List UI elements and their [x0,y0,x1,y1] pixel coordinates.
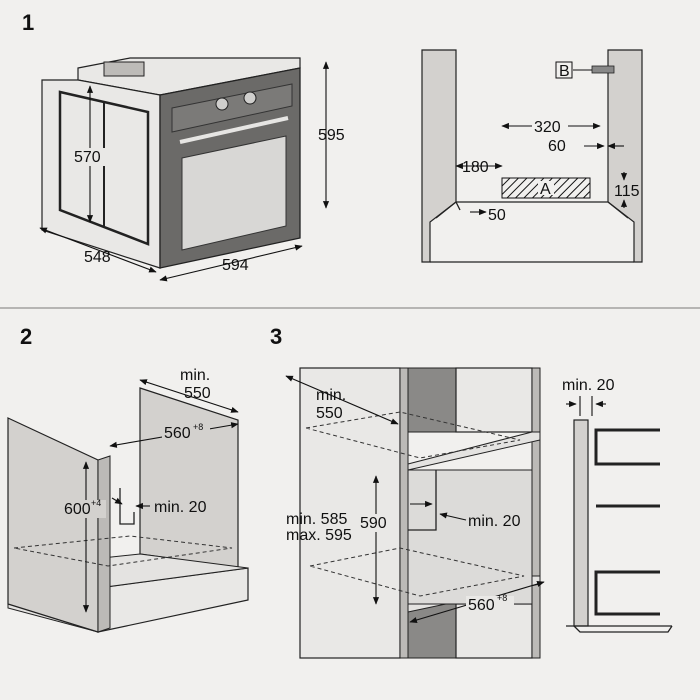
fig3-560-bg [466,596,514,614]
section-right-wall [607,49,643,263]
dim-line-fig2-20-a [111,497,123,505]
side-lower-shelf [594,570,660,616]
side-floor-base [573,625,673,633]
section-floor-tick [455,201,461,211]
figure-1-section: A B 320 60 180 115 50 [421,49,643,263]
fig3-bottom-footprint [309,547,525,597]
dim-line-548 [39,227,157,273]
label-b-box [555,61,573,79]
dim-line-594 [159,244,303,282]
oven-top-vent [103,61,145,77]
dim-320-bg [532,116,568,134]
fig2-left-panel-edge [97,455,111,633]
step-3-label: 3 [270,324,282,349]
oven-knob-right [243,91,257,105]
side-upper-shelf [594,428,660,466]
dim-570-label: 570 [74,149,101,166]
fig2-560-sup: +8 [193,422,203,432]
fig3-560-sup: +8 [497,593,507,603]
side-back-wall [573,419,589,627]
fig3-560-label: 560 [468,597,495,614]
step-2-label: 2 [20,324,32,349]
oven-door-handle [179,116,289,144]
label-b: B [559,63,570,80]
fig3-590-label: 590 [360,515,387,532]
fig2-600-sup: +4 [91,498,101,508]
dim-50-label: 50 [488,207,506,224]
fig2-560-bg [162,424,210,442]
fig3-min-label: min. [316,387,346,404]
dim-570-bg [72,148,108,166]
fig3-upper-shelf [407,431,541,471]
fig2-notch [119,488,135,525]
fig2-footprint [13,535,233,567]
area-a-label: A [540,181,551,198]
fig3-min20-label: min. 20 [468,513,521,530]
fig2-600-label: 600 [64,501,91,518]
oven-knob-left [215,97,229,111]
section-floor [435,201,629,219]
bracket-b [591,65,615,74]
dim-594-label: 594 [222,257,249,274]
area-a-bg [538,181,554,195]
fig2-left-panel [7,417,99,633]
fig3-niche [407,469,533,605]
dim-595-label: 595 [318,127,345,144]
dim-180-label: 180 [462,159,489,176]
oven-door-glass [181,135,287,251]
fig2-560-label: 560 [164,425,191,442]
fig3-right-edge [531,367,541,659]
fig3-bottom-dark [407,603,457,659]
dim-548-label: 548 [84,249,111,266]
figure-1-oven: 1 595 570 548 594 [22,10,345,282]
fig2-min20-label: min. 20 [154,499,207,516]
fig2-right-panel [139,387,239,569]
dim-115-label: 115 [614,183,640,200]
fig3-left-edge [399,367,409,659]
fig3-top-dark [407,367,457,433]
figure-3-side-section: min. 20 [562,377,673,633]
fig2-550-label: 550 [184,385,211,402]
fig3-550-label: 550 [316,405,343,422]
fig2-600-bg [62,500,106,518]
dim-line-fig2-550 [139,379,239,413]
side-min20-label: min. 20 [562,377,615,394]
fig2-min-label: min. [180,367,210,384]
step-1-label: 1 [22,10,34,35]
dim-line-fig3-20-b [439,512,467,521]
fig3-range-min: min. 585 [286,511,347,528]
section-left-wall [421,49,457,263]
fig3-niche-notch [408,470,437,531]
figure-3-tall-cabinet: 3 min. 550 590 min. 585 max. 595 min. 20 [270,324,545,659]
fig3-top-right [455,367,533,433]
figure-2-under-counter: 2 min. 550 560 +8 600 +4 min. 20 [7,324,249,633]
dim-60-label: 60 [548,138,566,155]
fig3-range-max: max. 595 [286,527,352,544]
fig3-590-bg [358,514,394,532]
dim-320-label: 320 [534,119,561,136]
dim-line-fig3-550 [285,375,399,425]
